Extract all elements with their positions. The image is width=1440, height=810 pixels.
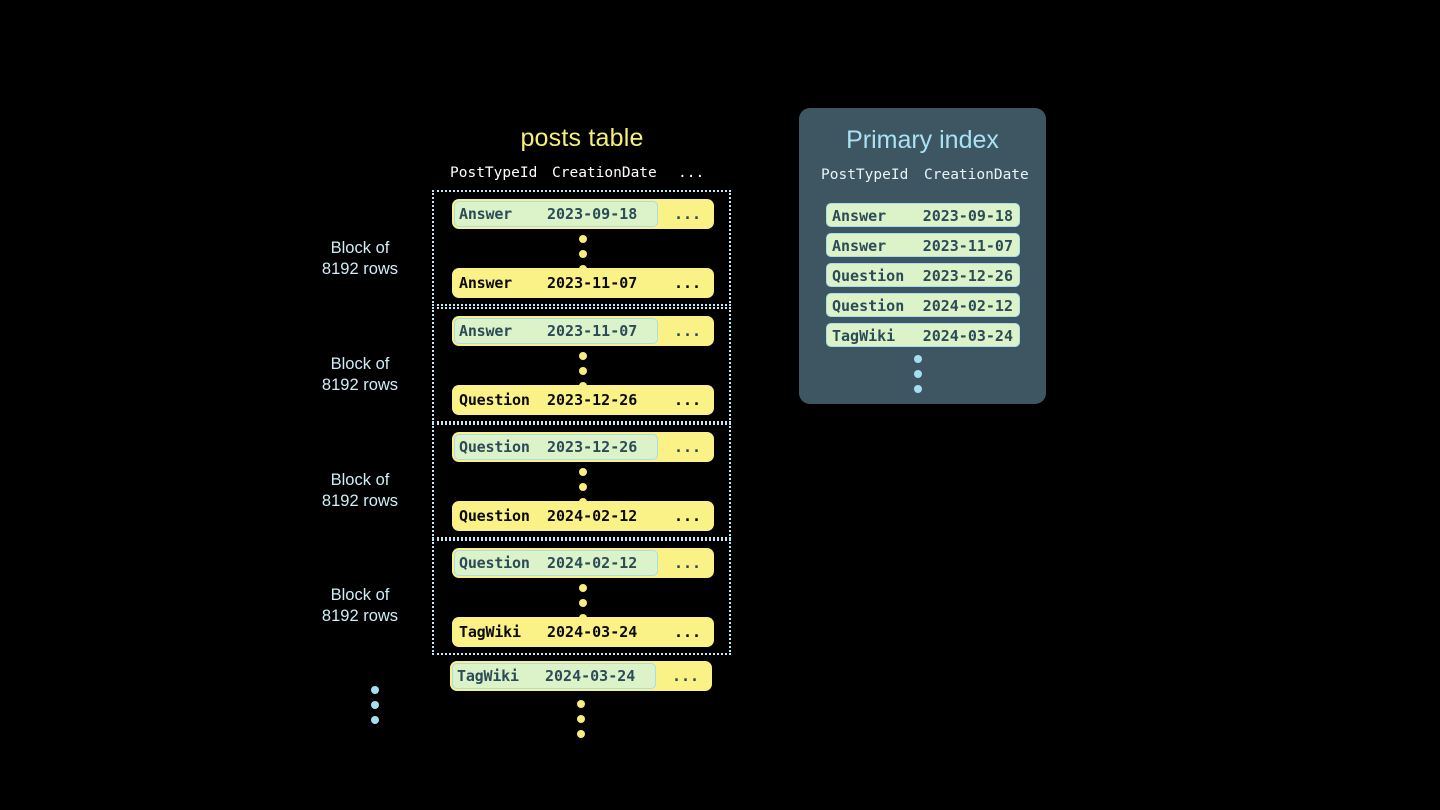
cell-more: ... (674, 322, 702, 340)
column-header-creationdate: CreationDate (924, 167, 1029, 183)
cell-more: ... (674, 205, 702, 223)
index-continuation-dots (912, 355, 924, 393)
table-continuation-dots (575, 700, 587, 738)
blocks-continuation-dots (369, 686, 381, 724)
table-row: Question 2024-02-12 ... (452, 548, 714, 578)
column-header-creationdate: CreationDate (552, 165, 657, 181)
table-row: Answer 2023-09-18 ... (452, 199, 714, 229)
primary-index-entries: Answer 2023-09-18 Answer 2023-11-07 Ques… (826, 203, 1020, 353)
column-header-more: ... (678, 165, 705, 181)
cell-creationdate: 2024-03-24 (545, 667, 636, 685)
cell-creationdate: 2024-03-24 (922, 327, 1013, 345)
cell-more: ... (674, 274, 702, 292)
cell-creationdate: 2023-12-26 (922, 267, 1013, 285)
column-header-posttypeid: PostTypeId (821, 167, 909, 183)
cell-creationdate: 2024-02-12 (547, 554, 638, 572)
block-2: Answer 2023-11-07 ... Question 2023-12-2… (432, 307, 731, 423)
cell-more: ... (674, 554, 702, 572)
table-row: Question 2023-12-26 ... (452, 385, 714, 415)
block-label-line-1: Block of (330, 355, 390, 373)
cell-creationdate: 2024-02-12 (547, 507, 638, 525)
cell-posttypeid: Answer (832, 237, 887, 255)
block-3: Question 2023-12-26 ... Question 2024-02… (432, 423, 731, 539)
posts-table-title: posts table (520, 124, 644, 152)
cell-creationdate: 2023-11-07 (547, 322, 638, 340)
cell-posttypeid: TagWiki (459, 623, 521, 641)
block-label-1: Block of 8192 rows (300, 238, 420, 280)
block-label-line-1: Block of (330, 471, 390, 489)
index-entry: Answer 2023-09-18 (826, 203, 1020, 227)
cell-creationdate: 2023-12-26 (547, 438, 638, 456)
cell-posttypeid: Question (459, 554, 530, 572)
cell-posttypeid: Answer (459, 322, 512, 340)
posts-table-column-headers: PostTypeId CreationDate ... (432, 165, 732, 187)
block-label-3: Block of 8192 rows (300, 470, 420, 512)
cell-posttypeid: Question (459, 438, 530, 456)
cell-creationdate: 2023-09-18 (922, 207, 1013, 225)
table-row-trailing: TagWiki 2024-03-24 ... (450, 661, 712, 691)
column-header-posttypeid: PostTypeId (450, 165, 538, 181)
primary-index-title: Primary index (846, 126, 999, 154)
cell-posttypeid: Question (832, 297, 905, 315)
table-row: TagWiki 2024-03-24 ... (452, 617, 714, 647)
cell-more: ... (674, 623, 702, 641)
cell-creationdate: 2023-09-18 (547, 205, 638, 223)
cell-posttypeid: Question (832, 267, 905, 285)
primary-index-panel: Primary index PostTypeId CreationDate An… (799, 108, 1046, 404)
index-mark-highlight (454, 318, 658, 344)
index-mark-highlight (452, 663, 656, 689)
cell-more: ... (674, 438, 702, 456)
table-row: Answer 2023-11-07 ... (452, 316, 714, 346)
cell-creationdate: 2024-03-24 (547, 623, 638, 641)
block-label-line-1: Block of (330, 586, 390, 604)
block-label-4: Block of 8192 rows (300, 585, 420, 627)
cell-posttypeid: Answer (459, 274, 512, 292)
cell-creationdate: 2024-02-12 (922, 297, 1013, 315)
cell-posttypeid: Answer (832, 207, 887, 225)
table-row: Question 2024-02-12 ... (452, 501, 714, 531)
block-1: Answer 2023-09-18 ... Answer 2023-11-07 … (432, 190, 731, 306)
block-label-line-2: 8192 rows (321, 492, 399, 510)
index-mark-highlight (454, 201, 658, 227)
block-label-line-2: 8192 rows (321, 376, 399, 394)
cell-more: ... (674, 391, 702, 409)
cell-creationdate: 2023-11-07 (922, 237, 1013, 255)
primary-index-column-headers: PostTypeId CreationDate (799, 167, 1046, 189)
cell-creationdate: 2023-11-07 (547, 274, 638, 292)
block-label-line-2: 8192 rows (321, 607, 399, 625)
index-entry: TagWiki 2024-03-24 (826, 323, 1020, 347)
block-label-2: Block of 8192 rows (300, 354, 420, 396)
cell-posttypeid: Answer (459, 205, 512, 223)
cell-more: ... (672, 667, 700, 685)
block-4: Question 2024-02-12 ... TagWiki 2024-03-… (432, 539, 731, 655)
index-entry: Question 2023-12-26 (826, 263, 1020, 287)
block-label-line-1: Block of (330, 239, 390, 257)
cell-posttypeid: Question (459, 391, 530, 409)
cell-posttypeid: Question (459, 507, 530, 525)
table-row: Question 2023-12-26 ... (452, 432, 714, 462)
index-entry: Answer 2023-11-07 (826, 233, 1020, 257)
cell-posttypeid: TagWiki (832, 327, 896, 345)
cell-posttypeid: TagWiki (457, 667, 519, 685)
index-mark-highlight (454, 550, 658, 576)
cell-creationdate: 2023-12-26 (547, 391, 638, 409)
block-label-line-2: 8192 rows (321, 260, 399, 278)
table-row: Answer 2023-11-07 ... (452, 268, 714, 298)
cell-more: ... (674, 507, 702, 525)
index-entry: Question 2024-02-12 (826, 293, 1020, 317)
index-mark-highlight (454, 434, 658, 460)
